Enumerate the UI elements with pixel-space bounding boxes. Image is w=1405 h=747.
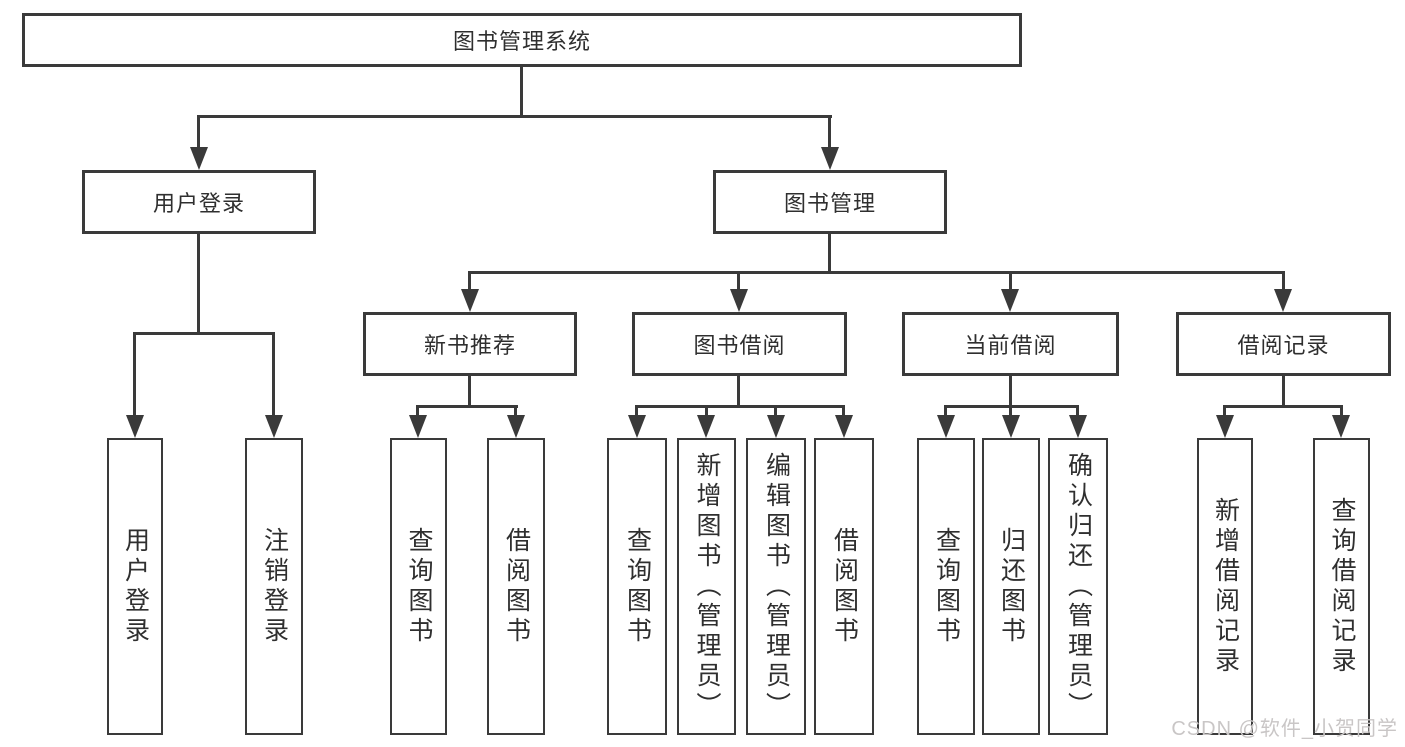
leaf-edit-book-admin: 编辑图书（管理员） bbox=[746, 438, 806, 735]
node-book-borrow: 图书借阅 bbox=[632, 312, 847, 376]
connector-line bbox=[737, 375, 740, 407]
leaf-query-books-borrow: 查询图书 bbox=[607, 438, 667, 735]
leaf-borrow-books: 借阅图书 bbox=[814, 438, 874, 735]
connector-line bbox=[1282, 271, 1285, 292]
connector-line bbox=[133, 332, 136, 418]
arrow-down-icon bbox=[628, 415, 646, 438]
node-book-management: 图书管理 bbox=[713, 170, 947, 234]
leaf-query-books-current: 查询图书 bbox=[917, 438, 975, 735]
node-book-management-label: 图书管理 bbox=[783, 191, 876, 216]
node-new-book-recommend: 新书推荐 bbox=[363, 312, 577, 376]
arrow-down-icon bbox=[835, 415, 853, 438]
leaf-query-books-current-label: 查询图书 bbox=[932, 526, 961, 647]
connector-line bbox=[1076, 405, 1079, 418]
leaf-add-book-admin: 新增图书（管理员） bbox=[677, 438, 736, 735]
leaf-query-books-borrow-label: 查询图书 bbox=[623, 526, 652, 647]
arrow-down-icon bbox=[767, 415, 785, 438]
connector-line bbox=[197, 232, 200, 334]
watermark: CSDN @软件_小贺同学 bbox=[1171, 718, 1398, 740]
arrow-down-icon bbox=[1274, 289, 1292, 312]
connector-line bbox=[1009, 271, 1012, 292]
leaf-return-book-label: 归还图书 bbox=[997, 526, 1026, 647]
connector-line bbox=[468, 271, 471, 292]
leaf-logout-label: 注销登录 bbox=[260, 526, 289, 647]
connector-line bbox=[514, 405, 517, 418]
node-book-borrow-label: 图书借阅 bbox=[693, 333, 786, 358]
leaf-logout: 注销登录 bbox=[245, 438, 303, 735]
connector-line bbox=[133, 332, 275, 335]
arrow-down-icon bbox=[1069, 415, 1087, 438]
leaf-edit-book-admin-label: 编辑图书（管理员） bbox=[762, 451, 791, 722]
connector-line bbox=[944, 405, 947, 418]
arrow-down-icon bbox=[1216, 415, 1234, 438]
arrow-down-icon bbox=[461, 289, 479, 312]
connector-line bbox=[1282, 375, 1285, 407]
connector-line bbox=[635, 405, 638, 418]
leaf-borrow-books-recommend: 借阅图书 bbox=[487, 438, 545, 735]
arrow-down-icon bbox=[937, 415, 955, 438]
connector-line bbox=[1009, 405, 1012, 418]
connector-line bbox=[1340, 405, 1343, 418]
connector-line bbox=[737, 271, 740, 292]
leaf-add-book-admin-label: 新增图书（管理员） bbox=[693, 451, 721, 722]
connector-line bbox=[828, 115, 831, 150]
connector-line bbox=[416, 405, 419, 418]
connector-line bbox=[774, 405, 777, 418]
arrow-down-icon bbox=[265, 415, 283, 438]
connector-line bbox=[197, 115, 200, 150]
leaf-query-borrow-record: 查询借阅记录 bbox=[1313, 438, 1370, 735]
node-current-borrow: 当前借阅 bbox=[902, 312, 1119, 376]
connector-line bbox=[705, 405, 708, 418]
leaf-query-borrow-record-label: 查询借阅记录 bbox=[1328, 496, 1356, 677]
leaf-borrow-books-recommend-label: 借阅图书 bbox=[502, 526, 531, 647]
node-user-login: 用户登录 bbox=[82, 170, 316, 234]
leaf-return-book: 归还图书 bbox=[982, 438, 1040, 735]
arrow-down-icon bbox=[1002, 415, 1020, 438]
connector-line bbox=[1009, 375, 1012, 407]
connector-line bbox=[1223, 405, 1226, 418]
node-root-label: 图书管理系统 bbox=[452, 29, 591, 54]
arrow-down-icon bbox=[409, 415, 427, 438]
connector-line bbox=[520, 66, 523, 117]
connector-line bbox=[197, 115, 832, 118]
leaf-add-borrow-record-label: 新增借阅记录 bbox=[1211, 496, 1240, 677]
leaf-confirm-return-admin-label: 确认归还（管理员） bbox=[1064, 451, 1093, 722]
connector-line bbox=[468, 375, 471, 407]
arrow-down-icon bbox=[697, 415, 715, 438]
arrow-down-icon bbox=[190, 147, 208, 170]
leaf-confirm-return-admin: 确认归还（管理员） bbox=[1048, 438, 1108, 735]
node-borrow-records: 借阅记录 bbox=[1176, 312, 1391, 376]
arrow-down-icon bbox=[126, 415, 144, 438]
connector-line bbox=[828, 233, 831, 273]
leaf-borrow-books-label: 借阅图书 bbox=[830, 526, 859, 647]
connector-line bbox=[842, 405, 845, 418]
connector-line bbox=[1223, 405, 1343, 408]
connector-line bbox=[272, 332, 275, 418]
node-user-login-label: 用户登录 bbox=[152, 191, 245, 216]
leaf-user-login-label: 用户登录 bbox=[121, 526, 150, 647]
arrow-down-icon bbox=[507, 415, 525, 438]
node-current-borrow-label: 当前借阅 bbox=[964, 333, 1057, 358]
connector-line bbox=[635, 405, 845, 408]
arrow-down-icon bbox=[1332, 415, 1350, 438]
node-root: 图书管理系统 bbox=[22, 13, 1022, 67]
leaf-query-books-recommend: 查询图书 bbox=[390, 438, 447, 735]
node-new-book-recommend-label: 新书推荐 bbox=[423, 333, 516, 358]
arrow-down-icon bbox=[1001, 289, 1019, 312]
connector-line bbox=[468, 271, 1285, 274]
node-borrow-records-label: 借阅记录 bbox=[1237, 333, 1330, 358]
connector-line bbox=[417, 405, 518, 408]
leaf-user-login: 用户登录 bbox=[107, 438, 163, 735]
leaf-query-books-recommend-label: 查询图书 bbox=[405, 526, 433, 647]
leaf-add-borrow-record: 新增借阅记录 bbox=[1197, 438, 1253, 735]
arrow-down-icon bbox=[730, 289, 748, 312]
arrow-down-icon bbox=[821, 147, 839, 170]
